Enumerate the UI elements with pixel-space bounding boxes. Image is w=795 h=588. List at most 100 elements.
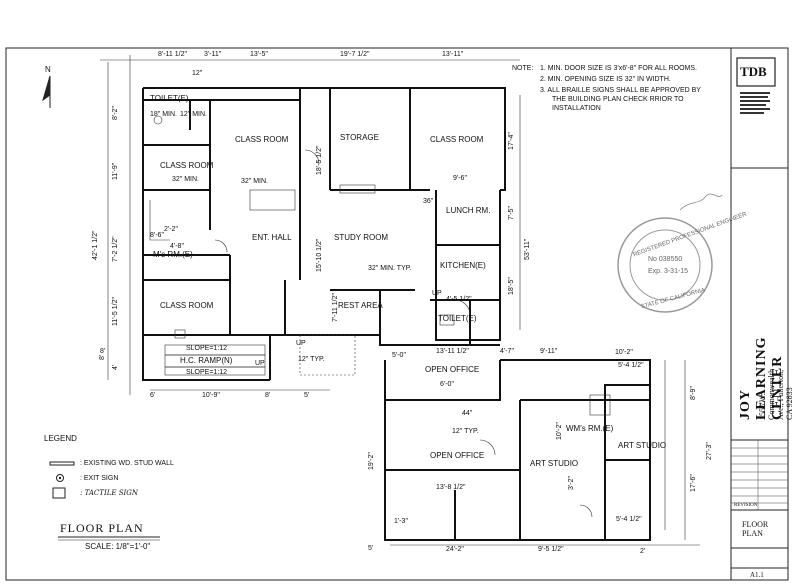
room-rest-area: REST AREA — [338, 301, 383, 310]
dim-misc: 13'-11 1/2" — [436, 348, 469, 355]
dim-top-5: 13'-11" — [442, 51, 464, 58]
note-3-cont: THE BUILDING PLAN CHECK RRIOR TO — [552, 96, 684, 103]
dim-misc: 32" MIN. — [241, 178, 268, 185]
sheet-title: FLOOR PLAN — [742, 520, 769, 538]
dim-misc: 19'-2" — [368, 452, 375, 470]
room-hc-ramp: H.C. RAMP(N) — [180, 356, 233, 365]
dim-misc: 5'-4 1/2" — [618, 362, 644, 369]
plan-scale: SCALE: 1/8"=1'-0" — [85, 542, 151, 551]
room-open-office-1: OPEN OFFICE — [425, 365, 480, 374]
room-ent-hall: ENT. HALL — [252, 233, 292, 242]
dim-misc: 12" TYP. — [452, 428, 479, 435]
stamp-number: No 038550 — [648, 256, 683, 263]
dim-misc: 6' — [150, 392, 156, 399]
note-3-cont2: INSTALLATION — [552, 105, 601, 112]
note-1: 1. MIN. DOOR SIZE IS 3'x6'-8" FOR ALL RO… — [540, 65, 697, 72]
dim-misc: 10'-2" — [556, 422, 563, 440]
room-toilet-e: TOILET(E) — [150, 94, 189, 103]
dim-misc: 18" MIN. — [150, 111, 177, 118]
room-art-studio-2: ART STUDIO — [618, 441, 667, 450]
dim-top-4: 19'-7 1/2" — [340, 51, 370, 58]
dim-misc: 5' — [368, 545, 374, 552]
dim-misc: 2'-2" — [164, 226, 178, 233]
north-arrow — [42, 75, 51, 108]
dim-misc: 2' — [640, 548, 646, 555]
dim-top-3: 13'-5" — [250, 51, 268, 58]
sheet-number: A1.1 — [750, 571, 764, 579]
sheet-border — [5, 47, 789, 581]
dim-misc: 44" — [462, 410, 473, 417]
dim-misc: 8'-9" — [690, 386, 697, 400]
note-3: 3. ALL BRAILLE SIGNS SHALL BE APPROVED B… — [540, 87, 701, 94]
dim-misc: 4'-8" — [170, 243, 184, 250]
dim-left-4: 11'-5 1/2" — [112, 297, 119, 326]
dim-misc: 12" TYP. — [298, 356, 325, 363]
north-label: N — [45, 65, 51, 74]
dim-misc: 5' — [304, 392, 310, 399]
dim-misc: 27'-3" — [706, 442, 713, 460]
dim-right-2: 7'-5" — [508, 206, 515, 220]
walls — [142, 87, 651, 541]
legend-title: LEGEND — [44, 434, 77, 443]
project-address: 1555 W. Commonwealth Ave., Fullerton, CA… — [758, 368, 794, 420]
dim-left-6: 4' — [112, 364, 119, 370]
legend-item-wall: : EXISTING WD. STUD WALL — [80, 460, 174, 467]
dim-misc: 36" — [423, 198, 434, 205]
room-open-office-2: OPEN OFFICE — [430, 451, 485, 460]
room-toilet-2: TOILET(E) — [438, 314, 477, 323]
dim-misc: 8'-6" — [150, 232, 164, 239]
dim-misc: 1'-3" — [394, 518, 408, 525]
legend-symbols — [49, 461, 75, 499]
dim-left-1: 8'-2" — [112, 106, 119, 120]
dim-misc: UP — [255, 360, 265, 367]
title-block-frame — [730, 47, 789, 581]
dim-misc: 8' — [100, 348, 106, 355]
engineer-stamp — [617, 217, 713, 313]
firm-logo-box — [736, 57, 776, 87]
dim-misc: 5'-4 1/2" — [616, 516, 642, 523]
dim-right-1: 17'-4" — [508, 132, 515, 150]
dim-misc: 3'-2" — [568, 476, 575, 490]
dim-left-total: 42'-1 1/2" — [92, 230, 99, 260]
room-lunch: LUNCH RM. — [446, 206, 491, 215]
dim-misc: SLOPE=1:12 — [186, 369, 228, 376]
notes-header: NOTE: — [512, 65, 534, 72]
room-study: STUDY ROOM — [334, 233, 389, 242]
room-ms-rm: M's RM.(E) — [153, 250, 193, 259]
legend-item-tactile: : TACTILE SIGN — [80, 489, 138, 497]
revision-label: REVISION — [734, 503, 758, 508]
dim-misc: UP — [296, 340, 306, 347]
room-class-2: CLASS ROOM — [160, 161, 214, 170]
dim-misc: 15'-10 1/2" — [316, 238, 323, 272]
dim-right-total: 53'-11" — [524, 238, 531, 260]
dim-misc: 10'-9" — [202, 392, 220, 399]
note-2: 2. MIN. OPENING SIZE IS 32" IN WIDTH. — [540, 76, 671, 83]
dim-misc: 9'-5 1/2" — [538, 546, 564, 553]
dim-misc: 17'-6" — [690, 474, 697, 492]
plan-title: FLOOR PLAN — [60, 521, 144, 535]
room-kitchen: KITCHEN(E) — [440, 261, 486, 270]
dim-misc: 32" MIN. TYP. — [368, 265, 412, 272]
dim-misc: 10'-2" — [615, 349, 633, 356]
dim-misc: 13'-8 1/2" — [436, 484, 466, 491]
room-ws-rm: WM's RM.(E) — [566, 424, 614, 433]
dim-left-3: 7'-2 1/2" — [112, 236, 119, 262]
dim-top-2: 3'-11" — [204, 51, 222, 58]
dim-misc: 8' — [265, 392, 271, 399]
room-storage: STORAGE — [340, 133, 379, 142]
dim-misc: 18'-5 1/2" — [316, 145, 323, 175]
dim-misc: 4'-5 1/2" — [446, 296, 472, 303]
dim-misc: 12" MIN. — [180, 111, 207, 118]
dim-misc: 7'-11 1/2" — [332, 293, 339, 322]
stamp-exp: Exp. 3-31-15 — [648, 268, 689, 275]
room-class-4: CLASS ROOM — [160, 301, 214, 310]
room-art-studio-1: ART STUDIO — [530, 459, 579, 468]
legend-item-exit: : EXIT SIGN — [80, 475, 119, 482]
dim-misc: 5'-0" — [392, 352, 406, 359]
signature — [679, 193, 723, 211]
room-class-1: CLASS ROOM — [235, 135, 289, 144]
dim-misc: UP — [432, 290, 442, 297]
dim-right-3: 18'-5" — [508, 277, 515, 295]
firm-logo: TDB — [740, 64, 767, 79]
